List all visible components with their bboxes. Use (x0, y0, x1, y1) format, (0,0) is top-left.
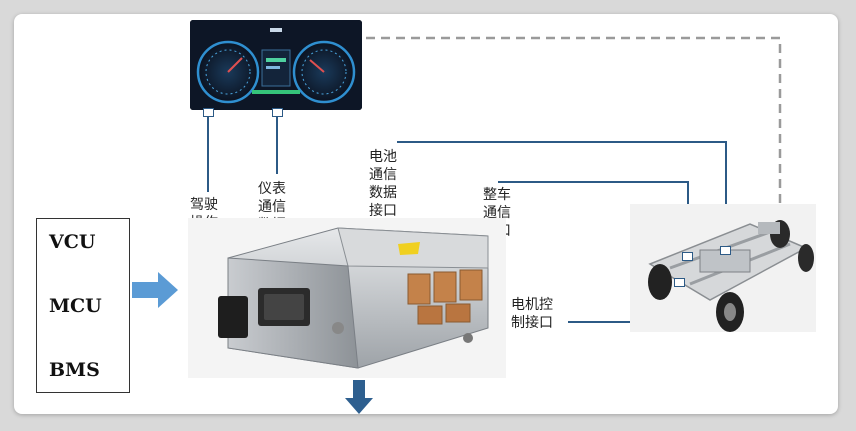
vehicle-port (682, 252, 693, 261)
diagram-card: 驾驶 操作 数据 接口 仪表 通信 数据 接口 电池 通信 数据 接口 整车 通… (14, 14, 838, 414)
controller-list-box: VCU MCU BMS (36, 218, 130, 393)
dashed-link-line (366, 36, 782, 220)
mcu-text: MCU (49, 295, 102, 317)
instrument-cluster-image (190, 20, 362, 110)
battery-port (720, 246, 731, 255)
instrument-port (272, 108, 283, 117)
down-arrow-icon (345, 380, 373, 414)
vcu-text: VCU (49, 231, 96, 253)
motor-interface-label: 电机控 制接口 (511, 297, 553, 331)
controller-unit-image (188, 218, 506, 378)
vehicle-chassis-image (630, 204, 816, 332)
right-arrow-icon (132, 272, 178, 308)
battery-interface-label: 电池 通信 数据 接口 (369, 149, 397, 219)
bms-text: BMS (49, 359, 100, 381)
motor-port (674, 278, 685, 287)
driver-port (203, 108, 214, 117)
